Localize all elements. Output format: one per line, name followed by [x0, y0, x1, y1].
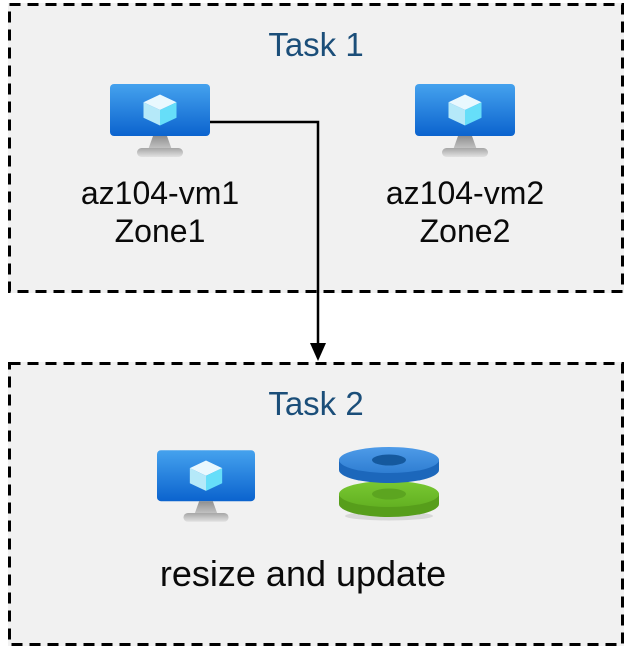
managed-disks-icon — [339, 447, 439, 521]
vm1-name: az104-vm1 — [80, 175, 240, 211]
task2-dashed-border — [8, 362, 624, 646]
task1-group: Task 1 az104-vm1 Zone1 az104-vm2 — [8, 3, 624, 293]
task2-title: Task 2 — [268, 385, 364, 422]
vm2-name: az104-vm2 — [385, 175, 545, 211]
vm1-zone: Zone1 — [114, 213, 206, 249]
vm2-label: az104-vm2 Zone2 — [365, 174, 565, 250]
arrowhead-icon — [310, 343, 326, 361]
virtual-machine-icon — [157, 450, 255, 522]
virtual-machine-icon — [110, 84, 210, 157]
vm2-zone: Zone2 — [419, 213, 511, 249]
task2-caption: resize and update — [159, 553, 447, 594]
task1-title: Task 1 — [268, 26, 364, 63]
vm1-label: az104-vm1 Zone1 — [60, 174, 260, 250]
task2-group: Task 2 resize and update — [8, 362, 624, 646]
virtual-machine-icon — [415, 84, 515, 157]
